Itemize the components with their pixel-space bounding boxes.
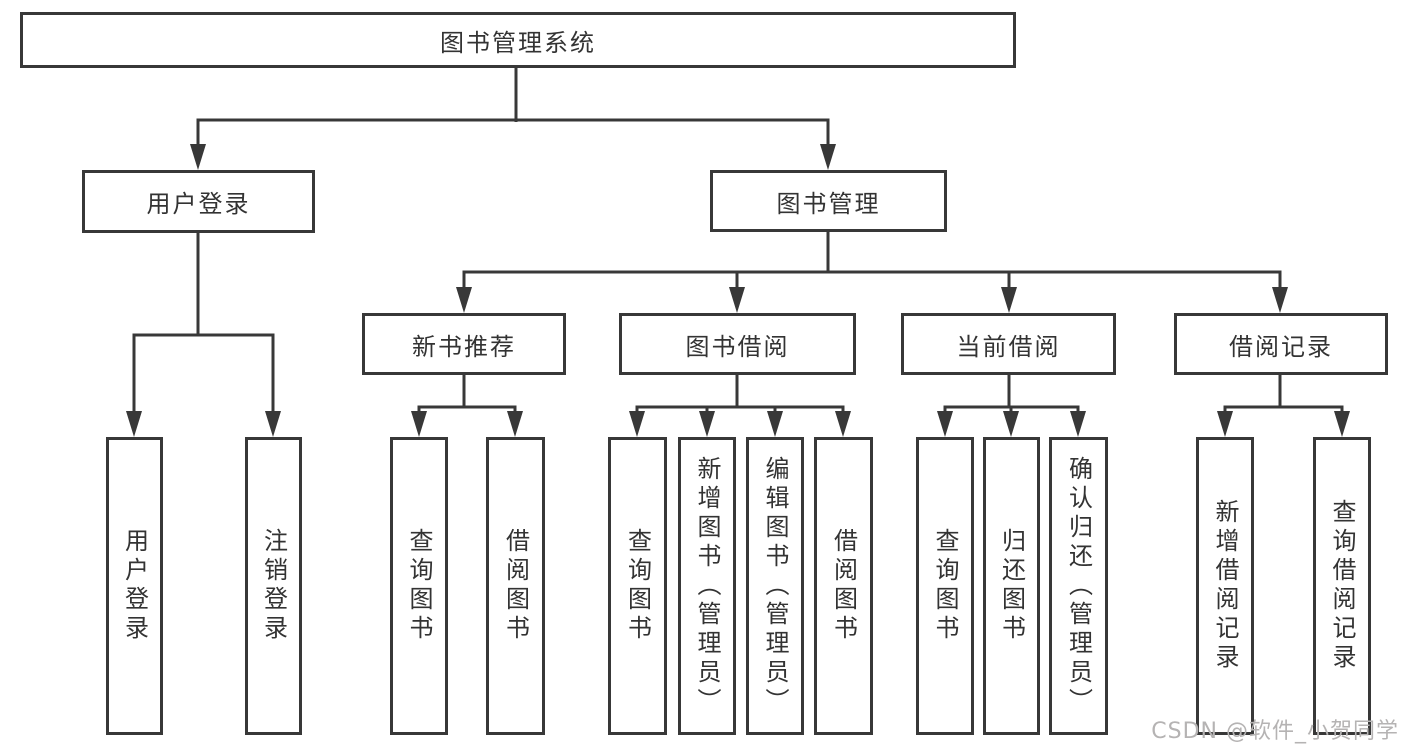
leaf-nb-borrow-books: 借阅图书 — [486, 437, 545, 735]
node-borrowing-records-label: 借阅记录 — [1229, 332, 1333, 361]
leaf-nb-query-books-label: 查询图书 — [405, 528, 433, 644]
node-user-login-label: 用户登录 — [146, 190, 251, 218]
node-current-borrowing: 当前借阅 — [901, 313, 1116, 375]
leaf-br-query-record-label: 查询借阅记录 — [1328, 499, 1356, 673]
node-root-label: 图书管理系统 — [440, 28, 596, 57]
node-new-book-recommend-label: 新书推荐 — [412, 332, 516, 361]
leaf-bb-query-books: 查询图书 — [608, 437, 667, 735]
node-new-book-recommend: 新书推荐 — [362, 313, 566, 375]
leaf-nb-query-books: 查询图书 — [390, 437, 448, 735]
leaf-logout: 注销登录 — [245, 437, 302, 735]
node-book-borrowing: 图书借阅 — [619, 313, 856, 375]
leaf-nb-borrow-books-label: 借阅图书 — [501, 528, 530, 644]
leaf-bb-query-books-label: 查询图书 — [623, 528, 652, 644]
node-book-management: 图书管理 — [710, 170, 947, 232]
connector-lines — [132, 68, 1344, 415]
leaf-user-login: 用户登录 — [106, 437, 163, 735]
leaf-cb-confirm-return-admin-label: 确认归还（管理员） — [1064, 455, 1093, 717]
node-user-login: 用户登录 — [82, 170, 315, 233]
csdn-watermark: CSDN @软件_小贺同学 — [1151, 719, 1399, 744]
leaf-cb-query-books-label: 查询图书 — [931, 528, 959, 644]
leaf-bb-add-books-admin: 新增图书（管理员） — [678, 437, 736, 735]
node-book-management-label: 图书管理 — [776, 189, 881, 218]
leaf-cb-return-books-label: 归还图书 — [997, 528, 1026, 644]
leaf-cb-return-books: 归还图书 — [983, 437, 1040, 735]
leaf-logout-label: 注销登录 — [259, 528, 288, 644]
node-borrowing-records: 借阅记录 — [1174, 313, 1388, 375]
node-book-borrowing-label: 图书借阅 — [685, 332, 790, 361]
connector-arrowheads — [126, 144, 1350, 437]
leaf-br-add-record: 新增借阅记录 — [1196, 437, 1254, 735]
leaf-bb-add-books-admin-label: 新增图书（管理员） — [693, 455, 721, 717]
leaf-cb-confirm-return-admin: 确认归还（管理员） — [1049, 437, 1108, 735]
leaf-br-add-record-label: 新增借阅记录 — [1211, 499, 1239, 673]
leaf-bb-edit-books-admin: 编辑图书（管理员） — [746, 437, 804, 735]
leaf-bb-edit-books-admin-label: 编辑图书（管理员） — [761, 455, 789, 717]
leaf-bb-borrow-books: 借阅图书 — [814, 437, 873, 735]
node-current-borrowing-label: 当前借阅 — [956, 332, 1061, 361]
leaf-bb-borrow-books-label: 借阅图书 — [829, 528, 858, 644]
node-root: 图书管理系统 — [20, 12, 1016, 68]
leaf-br-query-record: 查询借阅记录 — [1313, 437, 1371, 735]
leaf-cb-query-books: 查询图书 — [916, 437, 974, 735]
leaf-user-login-label: 用户登录 — [120, 528, 149, 644]
